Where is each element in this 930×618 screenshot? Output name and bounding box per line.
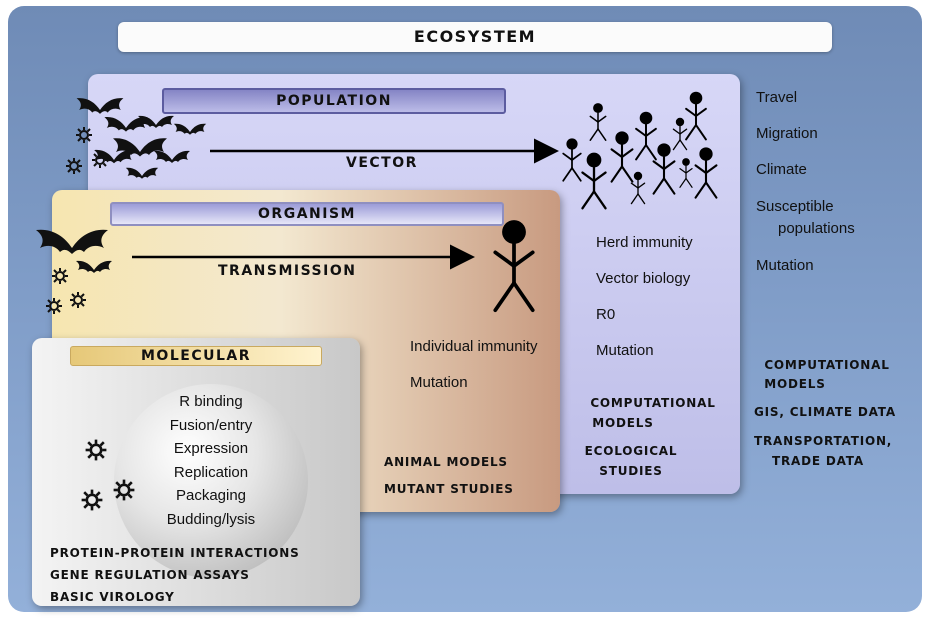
population-factor-mutation: Mutation	[596, 342, 654, 359]
molecular-title: MOLECULAR	[70, 346, 322, 366]
eco-factor-populations: populations	[778, 220, 855, 237]
step-packaging: Packaging	[175, 487, 247, 504]
population-factor-vector-biology: Vector biology	[596, 270, 691, 287]
population-method-computational: COMPUTATIONAL	[590, 396, 716, 410]
molecular-method-gene-regulation: GENE REGULATION ASSAYS	[50, 568, 250, 582]
eco-factor-migration: Migration	[756, 125, 818, 142]
molecular-panel: MOLECULAR R binding Fusion/entry Express…	[32, 338, 360, 606]
organism-factor-individual-immunity: Individual immunity	[410, 338, 538, 355]
eco-factor-mutation: Mutation	[756, 257, 814, 274]
molecular-method-protein-interactions: PROTEIN-PROTEIN INTERACTIONS	[50, 546, 300, 560]
eco-factor-travel: Travel	[756, 89, 798, 106]
molecular-method-basic-virology: BASIC VIROLOGY	[50, 590, 175, 604]
life-cycle-steps: R binding Fusion/entry Expression Replic…	[114, 390, 308, 531]
eco-method-gis: GIS, CLIMATE DATA	[754, 405, 896, 419]
eco-method-computational: COMPUTATIONAL	[764, 358, 890, 372]
population-method-studies: STUDIES	[599, 464, 663, 478]
organism-method-mutant-studies: MUTANT STUDIES	[384, 482, 514, 496]
eco-factor-susceptible: Susceptible	[756, 198, 834, 215]
eco-method-trade-data: TRADE DATA	[772, 454, 864, 468]
organism-factor-mutation: Mutation	[410, 374, 468, 391]
organism-title: ORGANISM	[110, 202, 504, 226]
population-title: POPULATION	[162, 88, 506, 114]
eco-factor-climate: Climate	[756, 161, 807, 178]
eco-method-transportation: TRANSPORTATION,	[754, 434, 893, 448]
organism-method-animal-models: ANIMAL MODELS	[384, 455, 508, 469]
step-fusion-entry: Fusion/entry	[169, 416, 253, 434]
step-budding-lysis: Budding/lysis	[166, 510, 256, 528]
population-method-ecological: ECOLOGICAL	[584, 444, 678, 458]
vector-label: VECTOR	[346, 155, 418, 171]
population-method-models: MODELS	[592, 416, 654, 430]
step-expression: Expression	[173, 440, 249, 457]
ecosystem-title: ECOSYSTEM	[118, 22, 832, 52]
population-factor-herd-immunity: Herd immunity	[596, 234, 693, 251]
population-factor-r0: R0	[596, 306, 616, 323]
transmission-label: TRANSMISSION	[218, 263, 357, 279]
eco-method-models: MODELS	[764, 377, 826, 391]
virus-life-cycle-sphere	[114, 384, 308, 578]
step-replication: Replication	[173, 463, 249, 481]
step-r-binding: R binding	[179, 393, 243, 410]
